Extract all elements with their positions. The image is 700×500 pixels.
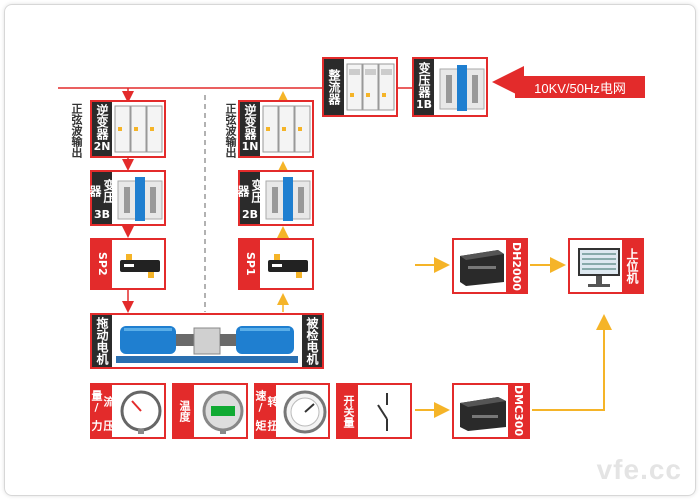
host-computer-monitor-icon [578, 248, 620, 287]
sp1-box: SP1 [238, 238, 314, 290]
tested-motor-label: 被检电机 [302, 315, 322, 367]
watermark-text: vfe.cc [596, 454, 682, 485]
transformer-3b-box: 变压器 3B [88, 170, 166, 226]
pressure-gauge-icon [120, 390, 162, 434]
diagram-frame [4, 4, 696, 496]
switch-quantity-label: 开关量 [338, 385, 358, 437]
speedometer-icon [283, 390, 327, 434]
transformer-3b-icon [117, 177, 163, 221]
dh2000-label: DH2000 [506, 240, 526, 292]
sp2-sensor-icon [120, 254, 160, 278]
arrow-dmc300-to-host [532, 314, 612, 411]
temperature-box: 温度 [172, 383, 248, 439]
sine-output-right-caption: 正弦波输出 [224, 103, 237, 158]
host-computer-box: 上位机 [568, 238, 644, 294]
dh2000-device-icon [460, 250, 504, 286]
temperature-meter-icon [202, 390, 244, 434]
transformer-2b-box: 变压器 2B [236, 170, 314, 226]
flow-pressure-box: 流量/ 压力 [90, 383, 166, 439]
switch-quantity-box: 开关量 [336, 383, 412, 439]
flow-pressure-label: 流量/ 压力 [90, 385, 115, 437]
inverter-2n-label: 逆变器 2N [92, 102, 112, 156]
temperature-label: 温度 [174, 385, 194, 437]
drive-motor-label: 拖动电机 [92, 315, 112, 367]
grid-banner: 10KV/50Hz电网 [515, 76, 645, 98]
rectifier-box: 整流器 [322, 57, 398, 117]
rectifier-cabinet-icon [346, 63, 395, 111]
speed-torque-box: 转速/ 扭矩 [254, 383, 330, 439]
sp2-box: SP2 [90, 238, 166, 290]
inverter-2n-cabinet-icon [114, 105, 163, 153]
motor-test-bench-icon [116, 326, 298, 363]
inverter-1n-cabinet-icon [262, 105, 311, 153]
switch-symbol-icon [377, 393, 388, 431]
transformer-1b-icon [439, 65, 485, 111]
sp2-label: SP2 [92, 240, 112, 288]
sp1-label: SP1 [240, 240, 260, 288]
transformer-2b-icon [265, 177, 311, 221]
motor-platform-box: 拖动电机 被检电机 [90, 313, 324, 369]
transformer-1b-box: 变压器 1B [412, 57, 488, 117]
dmc300-device-icon [460, 397, 506, 431]
speed-torque-label: 转速/ 扭矩 [254, 385, 279, 437]
transformer-2b-label: 变压器 2B [236, 172, 264, 224]
host-computer-label: 上位机 [622, 240, 642, 292]
dmc300-box: DMC300 [452, 383, 530, 439]
dmc300-label: DMC300 [508, 385, 528, 437]
transformer-3b-label: 变压器 3B [88, 172, 116, 224]
inverter-1n-label: 逆变器 1N [240, 102, 260, 156]
rectifier-label: 整流器 [324, 59, 344, 115]
sine-output-left-caption: 正弦波输出 [70, 103, 83, 158]
inverter-1n-box: 逆变器 1N [238, 100, 314, 158]
transformer-1b-label: 变压器 1B [414, 59, 434, 115]
dh2000-box: DH2000 [452, 238, 528, 294]
sp1-sensor-icon [268, 254, 308, 278]
inverter-2n-box: 逆变器 2N [90, 100, 166, 158]
